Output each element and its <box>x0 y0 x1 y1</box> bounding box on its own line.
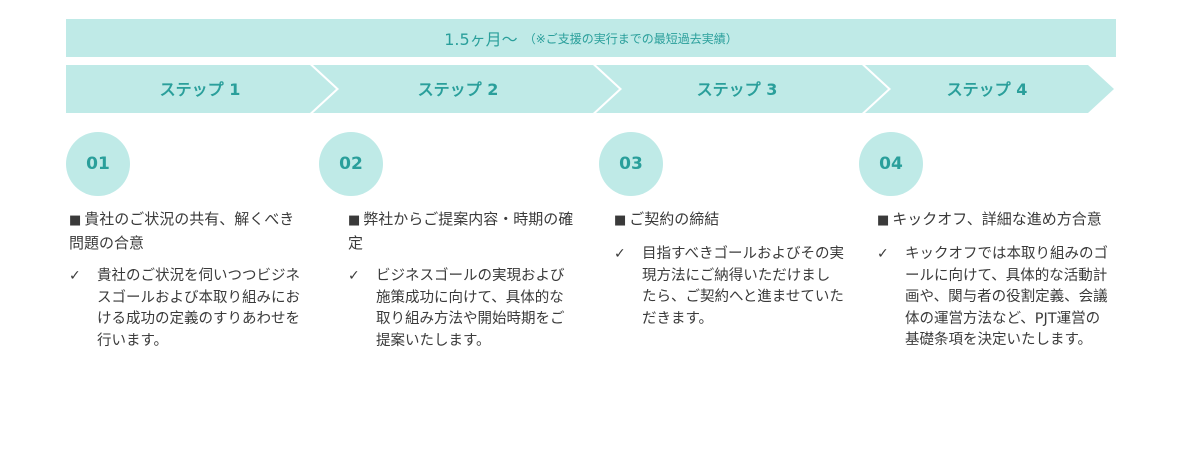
step-3-heading: ■ご契約の締結 <box>614 208 844 232</box>
step-2-heading: ■弊社からご提案内容・時期の確定 <box>348 208 576 254</box>
step-1-heading-text: 貴社のご状況の共有、解くべき問題の合意 <box>69 210 295 252</box>
square-bullet-icon: ■ <box>348 213 361 228</box>
step-4-detail: ■キックオフ、詳細な進め方合意 ✓ キックオフでは本取り組みのゴールに向けて、具… <box>877 208 1109 352</box>
duration-note: （※ご支援の実行までの最短過去実績） <box>523 31 738 46</box>
step-3-body: 目指すべきゴールおよびその実現方法にご納得いただけましたら、ご契約へと進ませてい… <box>642 246 844 327</box>
step-4-heading: ■キックオフ、詳細な進め方合意 <box>877 208 1109 232</box>
step-chevron-bar: ステップ 1 ステップ 2 ステップ 3 ステップ 4 <box>66 65 1114 113</box>
step-4-number-badge: 04 <box>859 132 923 196</box>
duration-text: 1.5ヶ月～ <box>444 30 518 49</box>
checkmark-icon: ✓ <box>69 268 81 284</box>
step-4-chevron <box>865 65 1114 113</box>
step-3-label: ステップ 3 <box>697 80 778 99</box>
step-1-number-badge: 01 <box>66 132 130 196</box>
step-2-bullet: ✓ ビジネスゴールの実現および施策成功に向けて、具体的な取り組み方法や開始時期を… <box>348 266 576 352</box>
step-3-heading-text: ご契約の締結 <box>629 210 720 228</box>
square-bullet-icon: ■ <box>614 213 627 228</box>
step-1-chevron <box>66 65 336 113</box>
step-4-heading-text: キックオフ、詳細な進め方合意 <box>892 210 1102 228</box>
step-3-chevron <box>596 65 888 113</box>
step-1-heading: ■貴社のご状況の共有、解くべき問題の合意 <box>69 208 309 254</box>
step-3-detail: ■ご契約の締結 ✓ 目指すべきゴールおよびその実現方法にご納得いただけましたら、… <box>614 208 844 330</box>
step-4-bullet: ✓ キックオフでは本取り組みのゴールに向けて、具体的な活動計画や、関与者の役割定… <box>877 244 1109 352</box>
square-bullet-icon: ■ <box>877 213 890 228</box>
checkmark-icon: ✓ <box>877 246 889 262</box>
step-2-label: ステップ 2 <box>418 80 499 99</box>
step-3-number-badge: 03 <box>599 132 663 196</box>
step-2-chevron <box>313 65 619 113</box>
step-2-detail: ■弊社からご提案内容・時期の確定 ✓ ビジネスゴールの実現および施策成功に向けて… <box>348 208 576 352</box>
step-1-label: ステップ 1 <box>160 80 241 99</box>
step-2-heading-text: 弊社からご提案内容・時期の確定 <box>348 210 574 252</box>
step-3-bullet: ✓ 目指すべきゴールおよびその実現方法にご納得いただけましたら、ご契約へと進ませ… <box>614 244 844 330</box>
checkmark-icon: ✓ <box>348 268 360 284</box>
step-1-bullet: ✓ 貴社のご状況を伺いつつビジネスゴールおよび本取り組みにおける成功の定義のすり… <box>69 266 309 352</box>
step-4-label: ステップ 4 <box>947 80 1028 99</box>
step-4-body: キックオフでは本取り組みのゴールに向けて、具体的な活動計画や、関与者の役割定義、… <box>905 246 1108 348</box>
square-bullet-icon: ■ <box>69 213 82 228</box>
step-2-number-badge: 02 <box>319 132 383 196</box>
duration-banner: 1.5ヶ月～ （※ご支援の実行までの最短過去実績） <box>66 19 1116 57</box>
checkmark-icon: ✓ <box>614 246 626 262</box>
step-2-body: ビジネスゴールの実現および施策成功に向けて、具体的な取り組み方法や開始時期をご提… <box>376 268 565 349</box>
step-1-detail: ■貴社のご状況の共有、解くべき問題の合意 ✓ 貴社のご状況を伺いつつビジネスゴー… <box>69 208 309 352</box>
step-1-body: 貴社のご状況を伺いつつビジネスゴールおよび本取り組みにおける成功の定義のすりあわ… <box>97 268 300 349</box>
